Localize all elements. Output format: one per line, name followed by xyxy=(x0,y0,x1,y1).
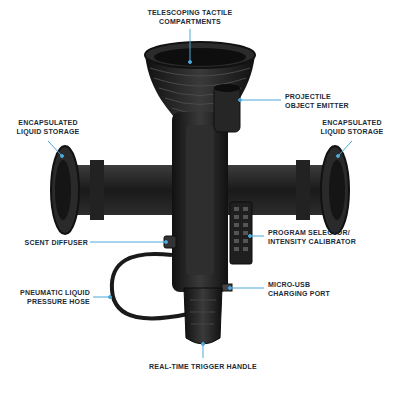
canister-cap-inner xyxy=(329,160,345,220)
device-body xyxy=(172,112,228,292)
canister-ring xyxy=(296,160,310,220)
leader-lines xyxy=(48,29,352,358)
usb-port xyxy=(222,284,232,291)
part-label: MICRO-USB CHARGING PORT xyxy=(268,280,346,298)
canister-cap-inner xyxy=(55,160,71,220)
emitter-mouth xyxy=(214,84,240,92)
part-label: REAL-TIME TRIGGER HANDLE xyxy=(120,362,286,371)
part-label: TELESCOPING TACTILE COMPARTMENTS xyxy=(135,8,245,26)
bowl-rim xyxy=(145,42,255,68)
part-label: ENCAPSULATED LIQUID STORAGE xyxy=(8,118,88,136)
scent-nozzle xyxy=(164,236,176,248)
panel-buttons xyxy=(234,207,248,251)
body-spine xyxy=(186,125,214,275)
part-label: ENCAPSULATED LIQUID STORAGE xyxy=(312,118,392,136)
trigger-handle xyxy=(184,288,222,344)
part-label: SCENT DIFFUSER xyxy=(10,238,88,247)
bowl-opening xyxy=(154,48,246,66)
liquid-canister xyxy=(65,165,175,215)
canister-cap xyxy=(51,146,79,234)
projectile-emitter xyxy=(214,86,240,132)
handle-grip xyxy=(190,300,216,324)
part-label: PNEUMATIC LIQUID PRESSURE HOSE xyxy=(8,288,90,306)
canister-cap xyxy=(321,146,349,234)
program-panel xyxy=(230,202,252,264)
canister-ring xyxy=(90,160,104,220)
part-label: PROGRAM SELECTOR/ INTENSITY CALIBRATOR xyxy=(268,228,384,246)
part-label: PROJECTILE OBJECT EMITTER xyxy=(285,92,357,110)
